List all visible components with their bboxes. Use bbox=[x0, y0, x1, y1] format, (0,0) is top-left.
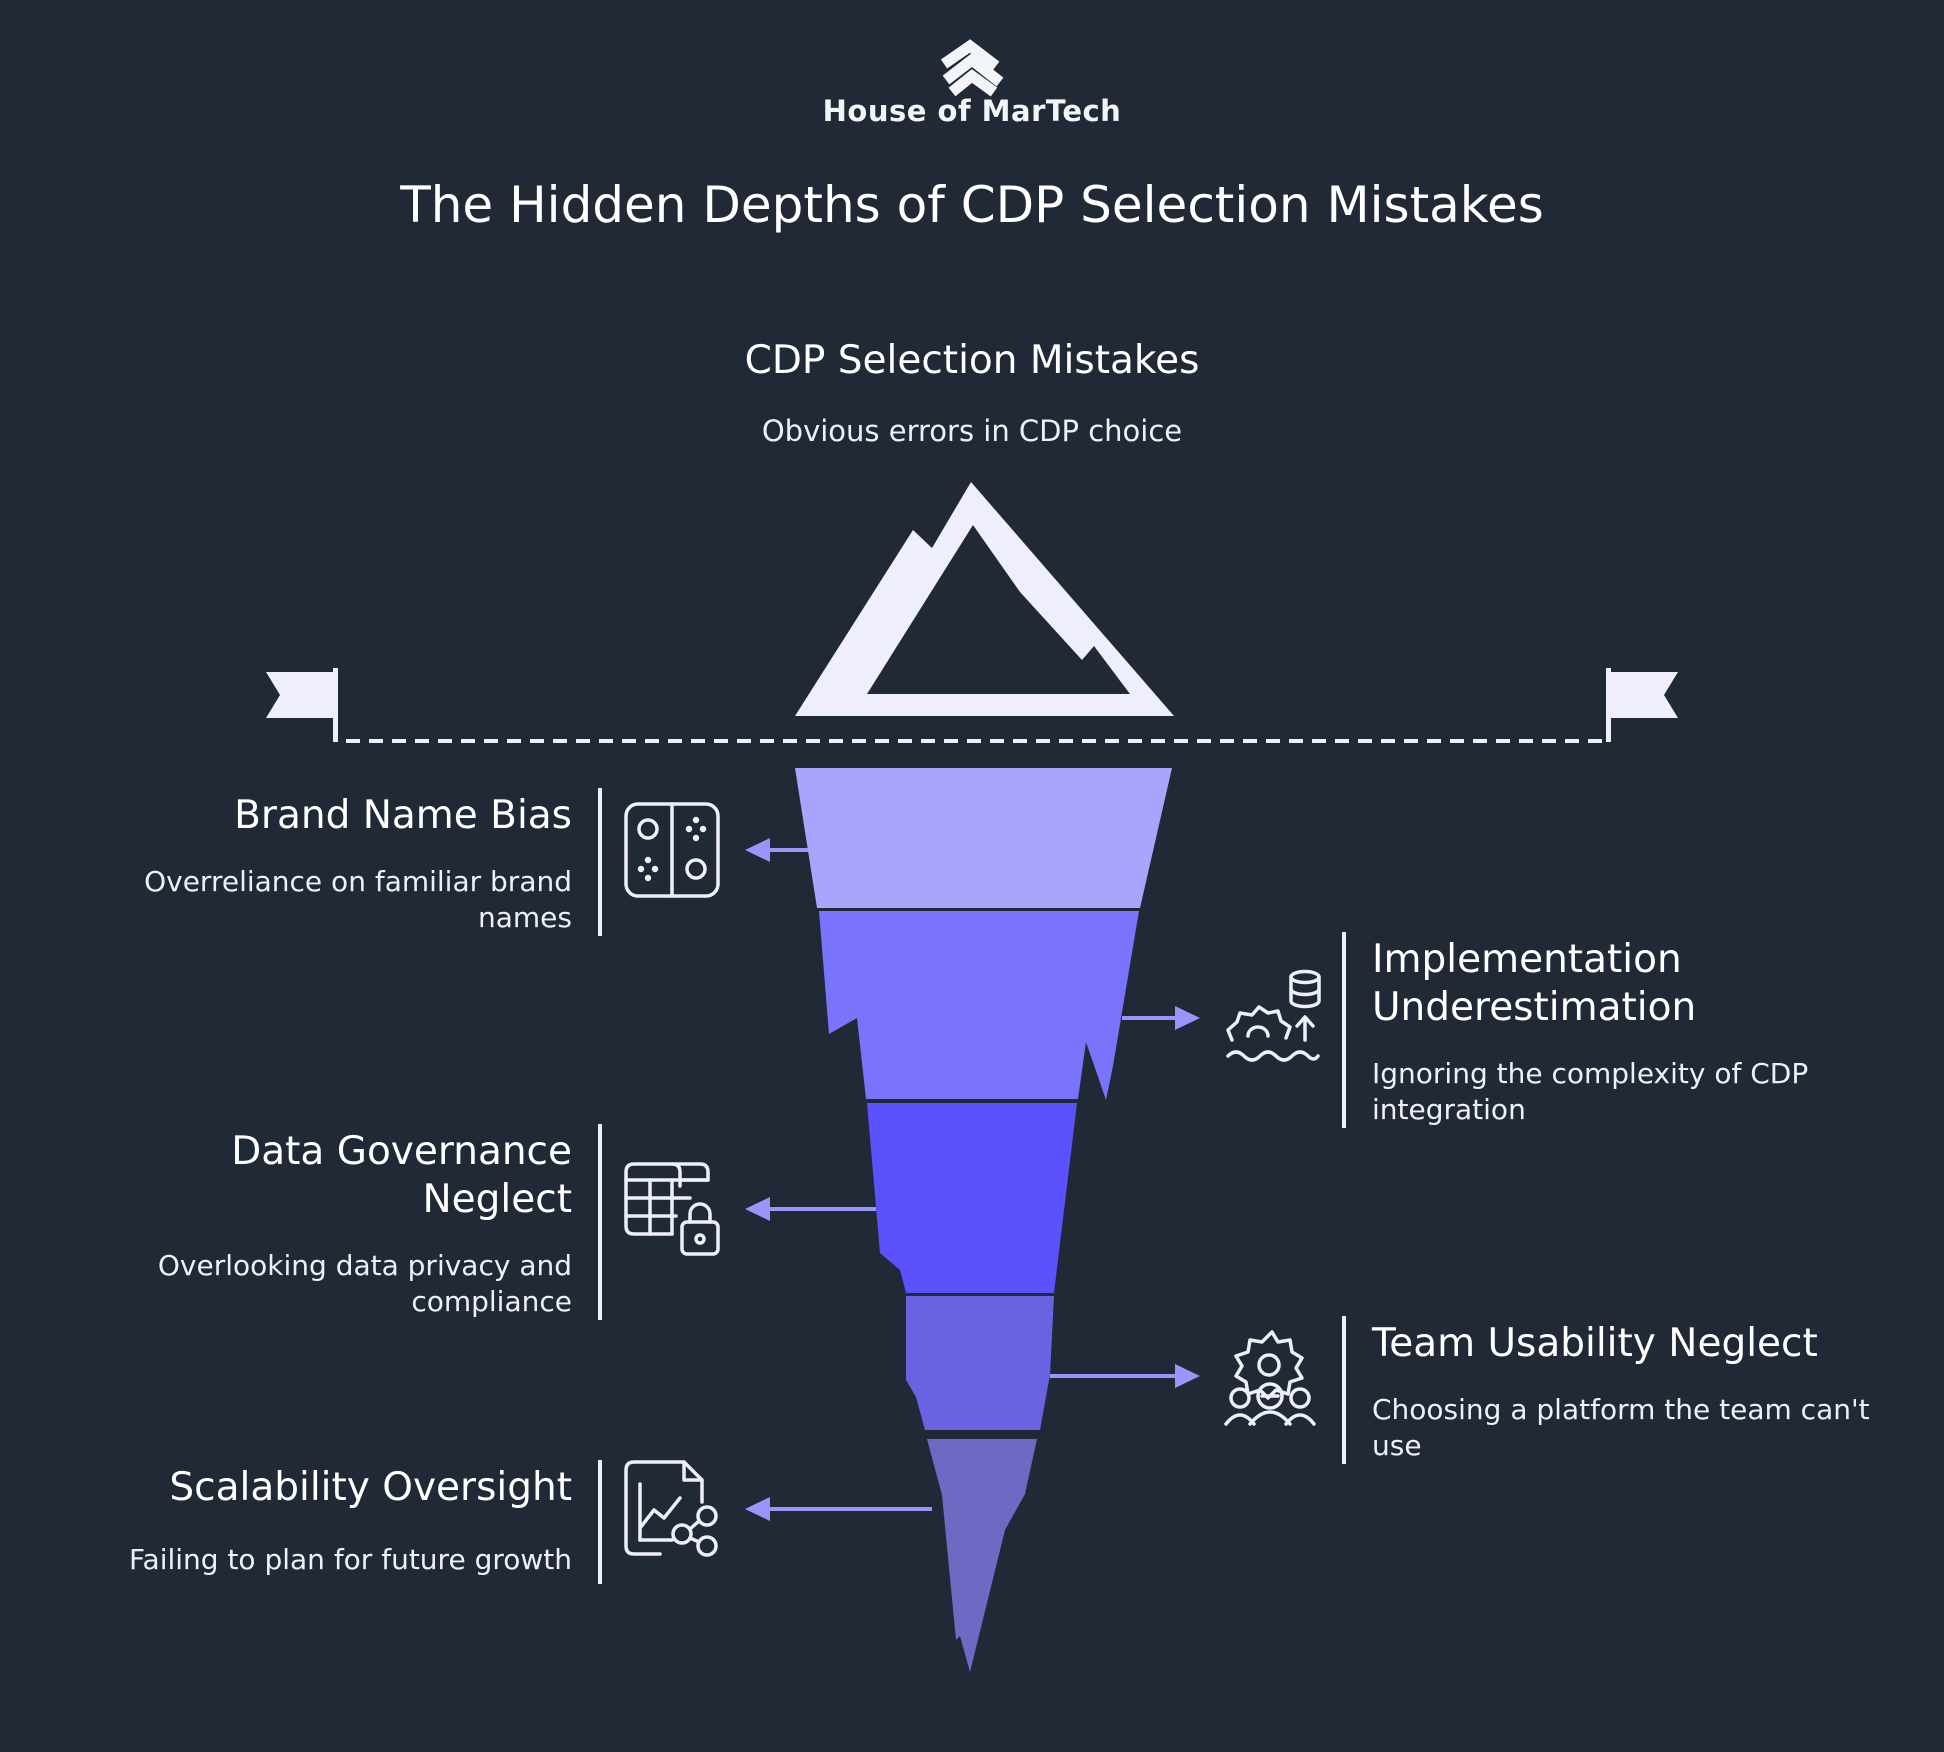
iceberg-layer-2 bbox=[819, 911, 1139, 1100]
layer-2-description: Ignoring the complexity of CDP integrati… bbox=[1372, 1057, 1809, 1126]
arrow-layer-1 bbox=[745, 838, 808, 862]
iceberg-layer-1 bbox=[795, 768, 1172, 908]
team-gear-icon bbox=[1224, 1330, 1316, 1426]
iceberg-layer-4 bbox=[906, 1296, 1054, 1430]
arrow-layer-3 bbox=[745, 1197, 876, 1221]
mountain-peak-icon bbox=[795, 482, 1174, 716]
table-lock-icon bbox=[624, 1162, 720, 1256]
separator-bar-1 bbox=[598, 788, 602, 936]
layer-1-description: Overreliance on familiar brand names bbox=[144, 865, 572, 934]
brand-name: House of MarTech bbox=[822, 94, 1122, 128]
separator-bar-2 bbox=[1342, 932, 1346, 1128]
iceberg-layer-5 bbox=[927, 1439, 1037, 1672]
layer-5-heading: Scalability Oversight bbox=[169, 1465, 572, 1510]
left-flag-icon bbox=[266, 668, 338, 742]
arrow-layer-5 bbox=[745, 1497, 932, 1521]
layer-3-description: Overlooking data privacy and compliance bbox=[157, 1249, 572, 1318]
toggle-panels-icon bbox=[624, 802, 720, 898]
tip-heading: CDP Selection Mistakes bbox=[744, 338, 1200, 383]
gear-database-upload-icon bbox=[1226, 969, 1321, 1062]
tip-description: Obvious errors in CDP choice bbox=[761, 414, 1183, 448]
layer-4-heading: Team Usability Neglect bbox=[1372, 1321, 1818, 1366]
layer-4-description: Choosing a platform the team can't use bbox=[1372, 1393, 1870, 1462]
layer-5-description: Failing to plan for future growth bbox=[129, 1543, 572, 1576]
layer-1-heading: Brand Name Bias bbox=[234, 793, 572, 838]
separator-bar-5 bbox=[598, 1460, 602, 1584]
arrow-layer-4 bbox=[1050, 1364, 1200, 1388]
arrow-layer-2 bbox=[1122, 1006, 1200, 1030]
layer-2-heading: Implementation Underestimation bbox=[1372, 937, 1697, 1030]
page-title: The Hidden Depths of CDP Selection Mista… bbox=[400, 176, 1544, 234]
right-flag-icon bbox=[1606, 668, 1678, 742]
chevron-stack-logo-icon bbox=[940, 39, 1004, 97]
separator-bar-4 bbox=[1342, 1316, 1346, 1464]
iceberg-layer-3 bbox=[867, 1103, 1077, 1293]
chart-share-icon bbox=[624, 1460, 718, 1557]
layer-3-heading: Data Governance Neglect bbox=[231, 1129, 572, 1222]
separator-bar-3 bbox=[598, 1124, 602, 1320]
